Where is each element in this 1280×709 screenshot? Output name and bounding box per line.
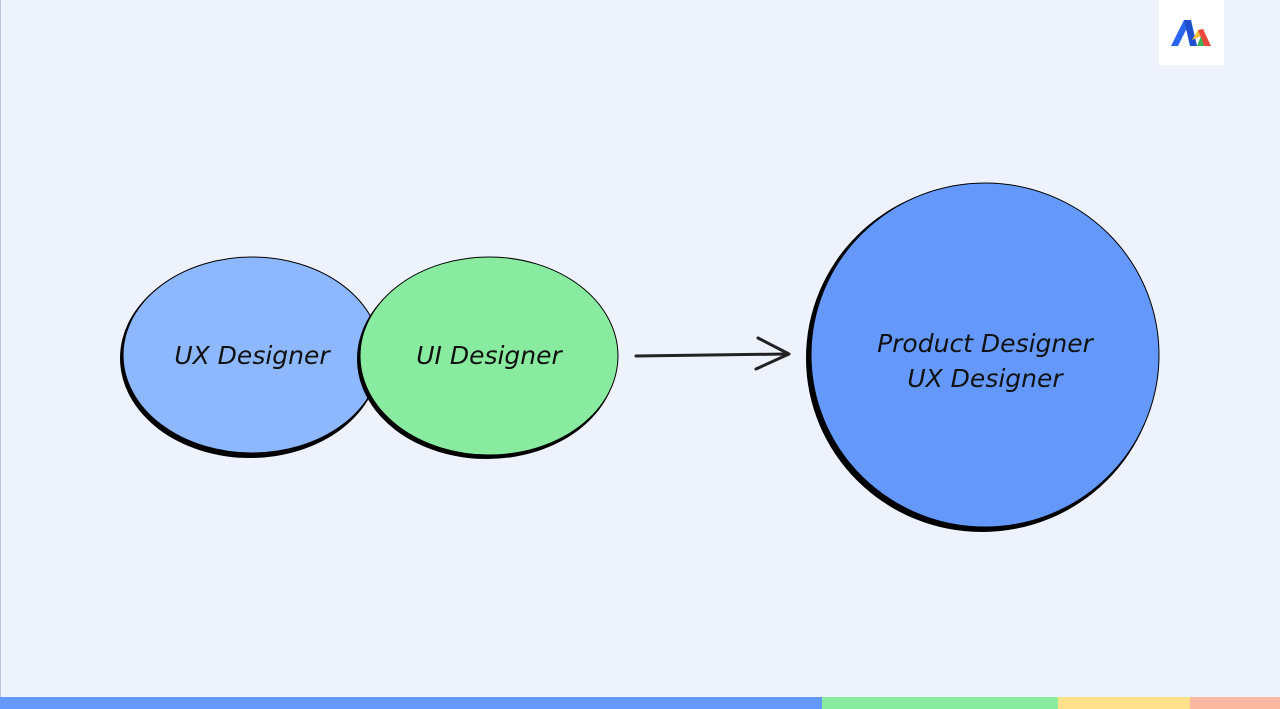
page-left-edge bbox=[0, 0, 1, 709]
brand-logo bbox=[1159, 0, 1224, 65]
ui-designer-label: UI Designer bbox=[416, 341, 563, 370]
product-designer-label: Product Designer bbox=[877, 329, 1095, 358]
ux-designer-label: UX Designer bbox=[174, 341, 331, 370]
footer-color-bar bbox=[0, 697, 1280, 709]
footer-segment-green bbox=[822, 697, 1058, 709]
footer-segment-peach bbox=[1190, 697, 1280, 709]
footer-segment-blue bbox=[0, 697, 822, 709]
ui-designer-node: UI Designer bbox=[357, 256, 619, 459]
transition-arrow bbox=[634, 336, 791, 371]
ux-designer-node: UX Designer bbox=[120, 256, 382, 458]
product-ux-designer-label: UX Designer bbox=[907, 364, 1064, 393]
brand-logo-icon bbox=[1171, 20, 1211, 46]
product-designer-node: Product Designer UX Designer bbox=[806, 182, 1160, 532]
footer-segment-yellow bbox=[1058, 697, 1190, 709]
